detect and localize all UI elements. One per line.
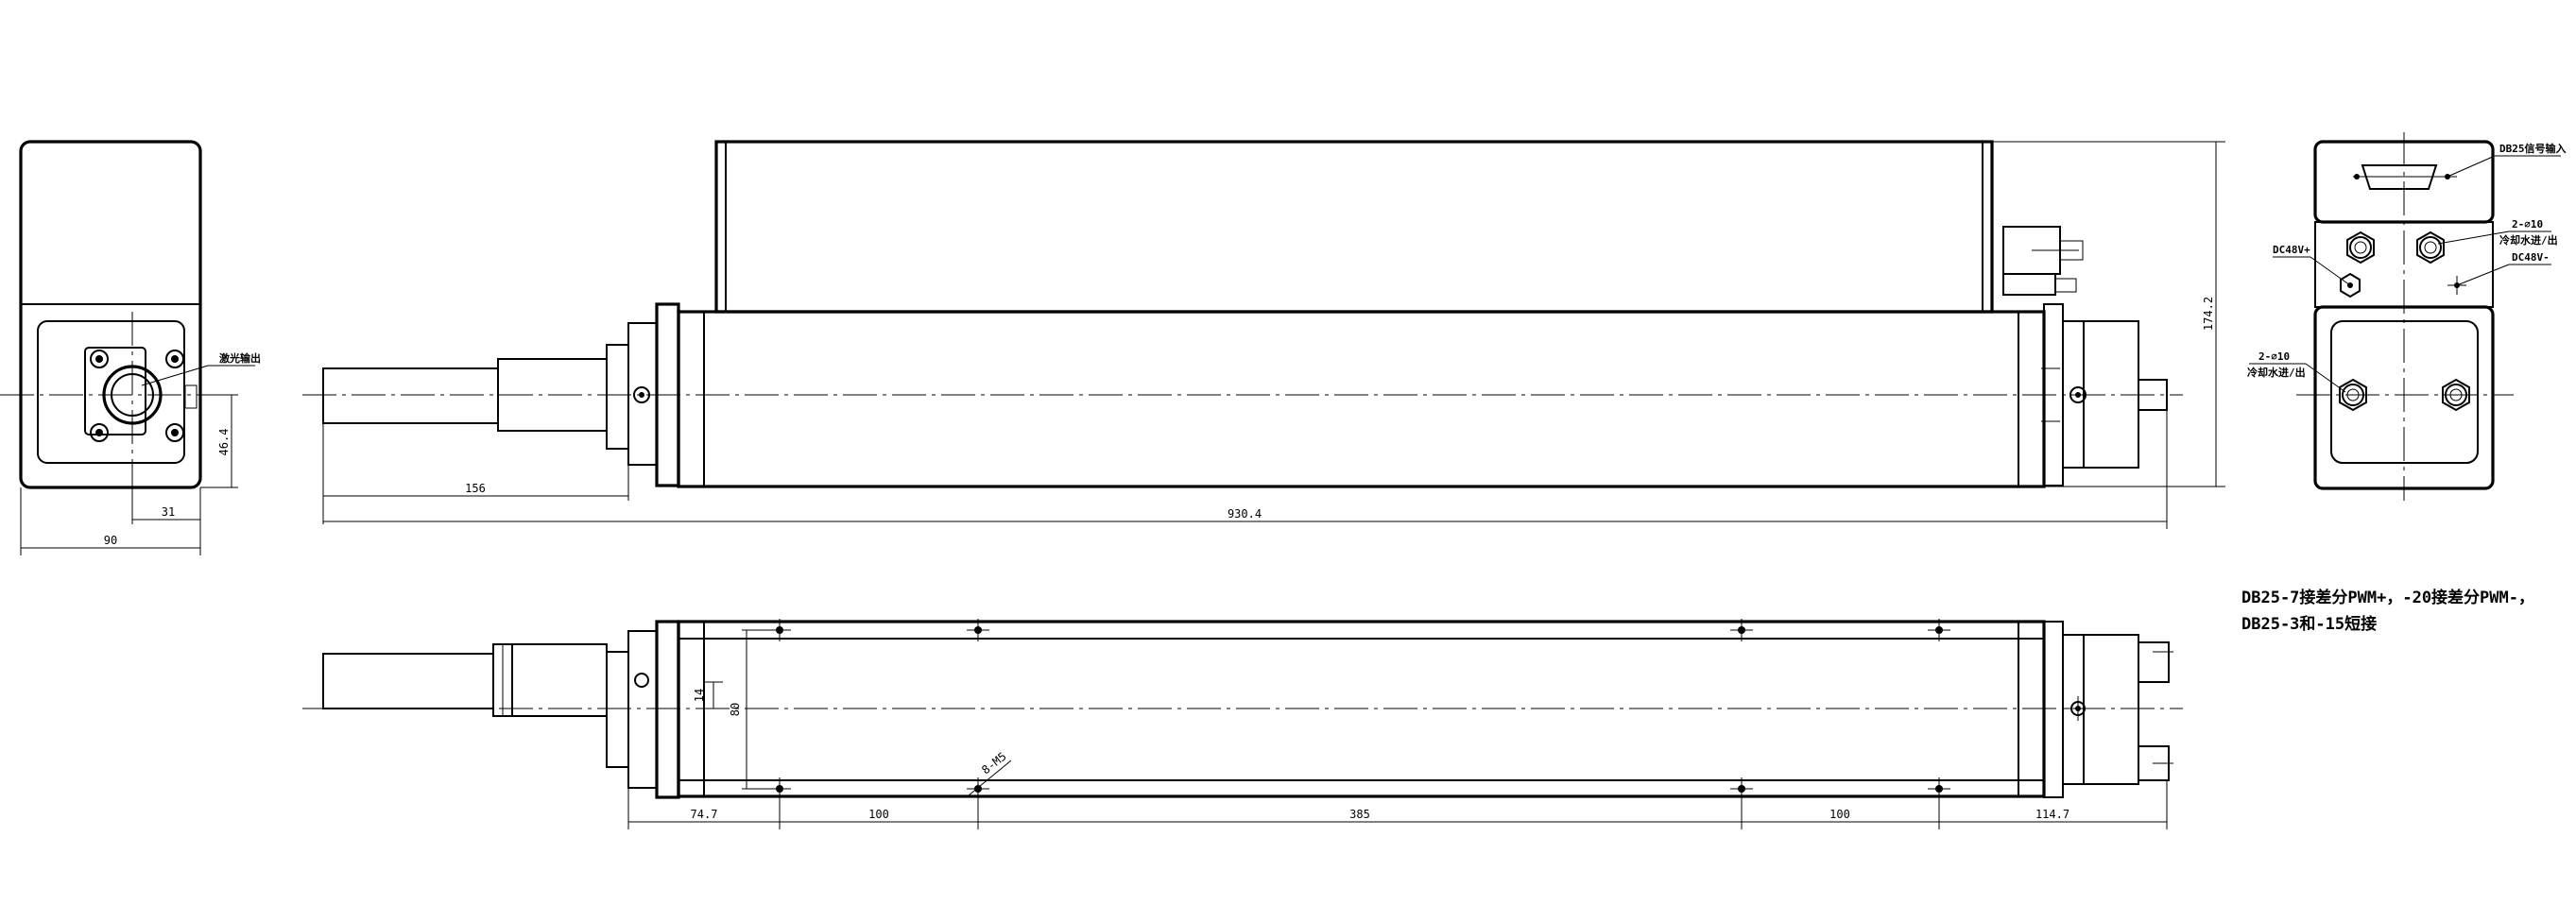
- note-line-1: DB25-7接差分PWM+，-20接差分PWM-，: [2241, 588, 2534, 607]
- total-length-dim: 930.4: [1228, 507, 1262, 521]
- end-width-dim: 90: [104, 534, 117, 547]
- top-offset-dim: 14: [693, 689, 706, 702]
- cooling-spec-right: 2-⌀10: [2512, 218, 2543, 230]
- left-end-view: 激光输出 46.4 31 90: [0, 140, 261, 555]
- cooling-text-right: 冷却水进/出: [2499, 233, 2558, 247]
- db25-input-label: DB25信号输入: [2499, 142, 2567, 155]
- total-height-dim: 174.2: [2202, 297, 2215, 331]
- mount-screw-icon: [90, 350, 184, 442]
- top-seg4-dim: 100: [1829, 808, 1850, 821]
- mount-hole-icon: [768, 619, 1950, 800]
- shaft-length-dim: 156: [465, 482, 486, 495]
- db25-connector-icon: [2353, 164, 2457, 190]
- top-seg3-dim: 385: [1349, 808, 1370, 821]
- end-offset-dim: 31: [162, 505, 175, 519]
- laser-output-label: 激光输出: [219, 351, 261, 365]
- top-seg5-dim: 114.7: [2035, 808, 2069, 821]
- top-view: 8-M5 80 14 74.7 100 385 100 114.7: [302, 619, 2183, 829]
- cooling-spec-left: 2-⌀10: [2258, 350, 2290, 363]
- right-end-view: DB25信号输入 2-⌀10 冷却水进/出 DC48V+ DC48V-: [2247, 132, 2567, 501]
- note-line-2: DB25-3和-15短接: [2241, 614, 2377, 634]
- dc48-minus-label: DC48V-: [2512, 251, 2550, 264]
- top-width-dim: 80: [729, 703, 742, 716]
- top-seg1-dim: 74.7: [691, 808, 718, 821]
- end-height-dim: 46.4: [217, 429, 231, 456]
- hole-spec-dim: 8-M5: [979, 750, 1008, 777]
- top-seg2-dim: 100: [868, 808, 889, 821]
- dc48-plus-label: DC48V+: [2273, 244, 2310, 256]
- cooling-text-left: 冷却水进/出: [2247, 366, 2306, 379]
- front-view: 156 930.4 174.2: [302, 140, 2225, 529]
- cooling-fitting-icon: [2346, 230, 2445, 265]
